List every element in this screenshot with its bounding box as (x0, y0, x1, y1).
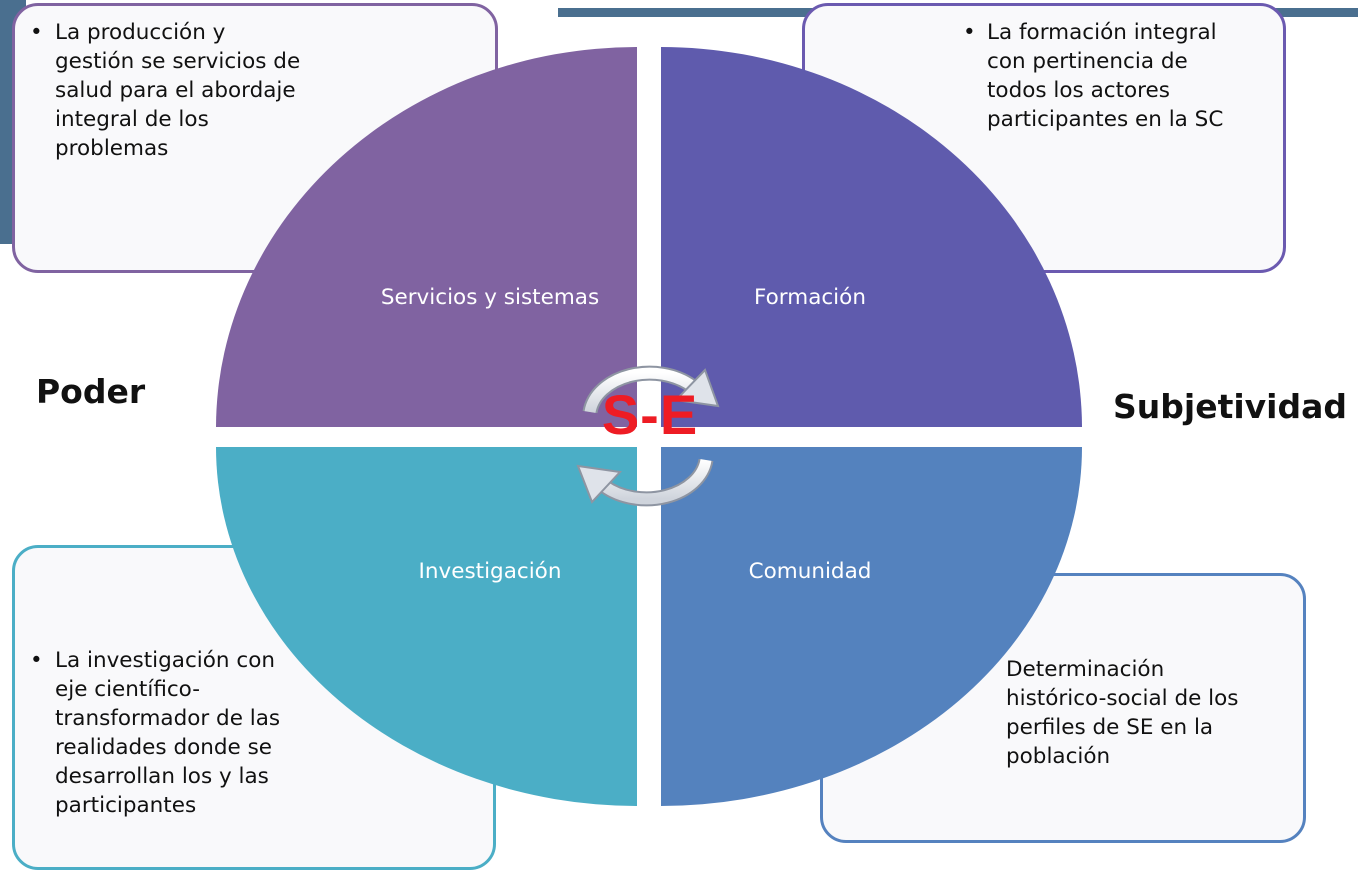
center-label: S-E (601, 383, 699, 446)
box-line: realidades donde se (55, 735, 273, 760)
box-line: Determinación (1006, 657, 1165, 682)
bullet-icon: • (30, 648, 43, 673)
box-line: eje científico- (55, 677, 200, 702)
box-line: participantes en la SC (987, 107, 1224, 132)
quadrant-label-servicios: Servicios y sistemas (380, 285, 600, 310)
box-line: histórico-social de los (1006, 686, 1239, 711)
box-line: desarrollan los y las (55, 764, 269, 789)
quadrant-label-investigacion: Investigación (418, 559, 562, 584)
box-line: población (1006, 744, 1111, 769)
quadrant-servicios (216, 47, 637, 427)
quadrant-investigacion (216, 447, 637, 806)
box-line: transformador de las (55, 706, 281, 731)
quadrant-label-formacion: Formación (754, 285, 866, 310)
box-line: La producción y (55, 20, 226, 45)
quadrant-formacion (661, 47, 1082, 427)
quadrant-comunidad (661, 447, 1082, 806)
box-line: gestión se servicios de (55, 49, 301, 74)
cycle-arrows-icon (576, 365, 720, 507)
quadrant-label-comunidad: Comunidad (748, 559, 872, 584)
bullet-icon: • (963, 20, 976, 45)
bullet-icon: • (30, 20, 43, 45)
box-line: perfiles de SE en la (1006, 715, 1214, 740)
box-line: problemas (55, 136, 169, 161)
box-line: salud para el abordaje (55, 78, 296, 103)
box-line: con pertinencia de (987, 49, 1188, 74)
side-label-poder: Poder (36, 372, 146, 411)
box-line: participantes (55, 793, 197, 818)
box-line: integral de los (55, 107, 209, 132)
side-label-subjetividad: Subjetividad (1113, 387, 1347, 426)
box-line: La investigación con (55, 648, 275, 673)
box-line: La formación integral (987, 20, 1217, 45)
box-line: todos los actores (987, 78, 1170, 103)
